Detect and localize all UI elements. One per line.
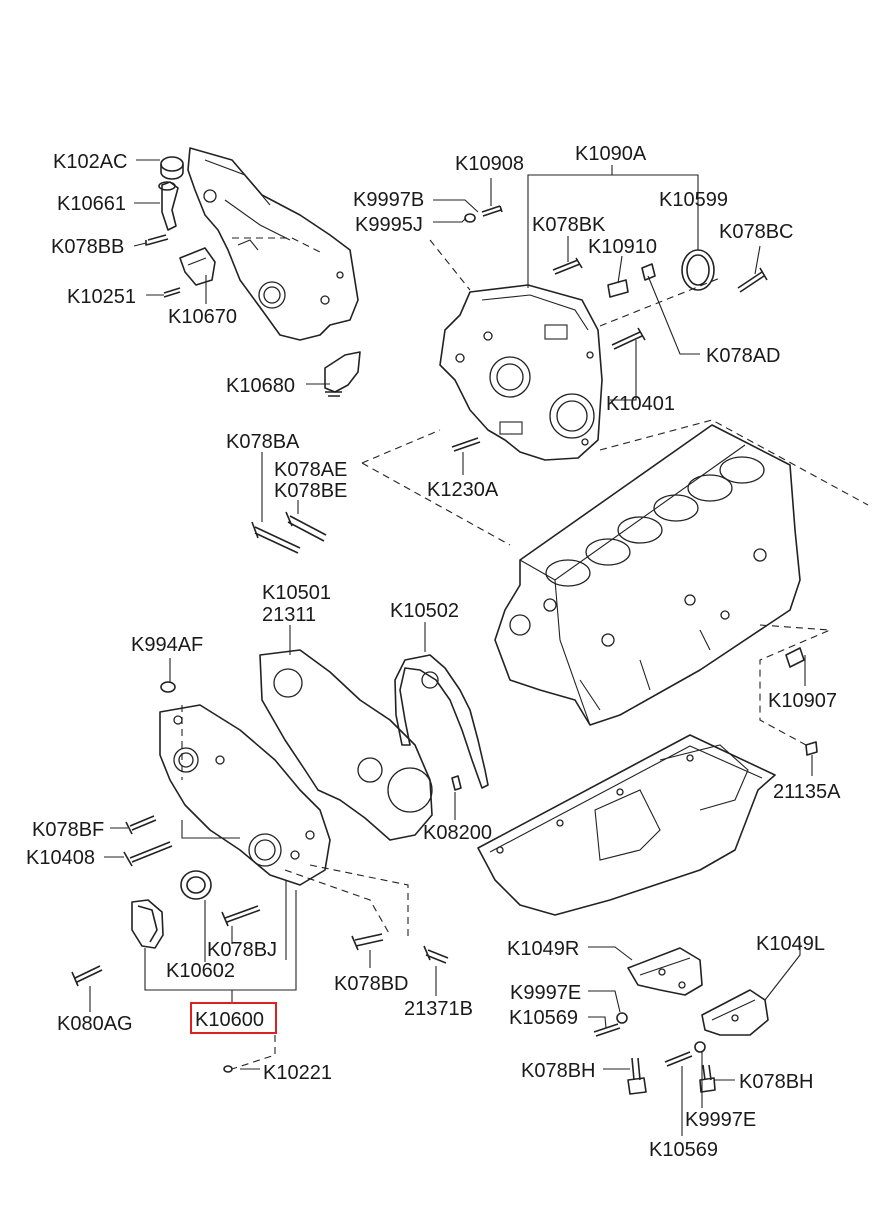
label-k078bh[interactable]: K078BH <box>521 1060 596 1082</box>
oil-filler-cap <box>160 156 184 180</box>
label-k078ba[interactable]: K078BA <box>226 431 300 453</box>
front-oil-seal <box>180 870 212 900</box>
gasket <box>259 649 433 841</box>
label-k10680[interactable]: K10680 <box>226 375 295 397</box>
label-k10661[interactable]: K10661 <box>57 193 126 215</box>
label-k10501[interactable]: K10501 <box>262 582 331 604</box>
label-k078bf[interactable]: K078BF <box>32 819 104 841</box>
label-k10908[interactable]: K10908 <box>455 153 524 175</box>
washer <box>223 1065 233 1073</box>
bolt <box>451 437 481 452</box>
leader-lines-lower-left <box>89 622 456 1070</box>
dowel-pin <box>607 279 629 298</box>
washer <box>160 681 176 693</box>
label-k078bh[interactable]: K078BH <box>739 1071 814 1093</box>
label-k078ae[interactable]: K078AE <box>274 459 347 481</box>
label-k10670[interactable]: K10670 <box>168 306 237 328</box>
label-k10569[interactable]: K10569 <box>509 1007 578 1029</box>
label-k10602[interactable]: K10602 <box>166 960 235 982</box>
label-k10502[interactable]: K10502 <box>390 600 459 622</box>
engine-mount-bracket-right <box>627 947 703 996</box>
bracket <box>179 247 216 286</box>
label-k994af[interactable]: K994AF <box>131 634 203 656</box>
bolt <box>664 1051 693 1067</box>
bolt <box>71 965 103 987</box>
label-k10910[interactable]: K10910 <box>588 236 657 258</box>
leader-lines-upper-left <box>133 159 330 385</box>
bolt <box>611 327 646 350</box>
label-k9995j[interactable]: K9995J <box>355 214 423 236</box>
label-k9997e[interactable]: K9997E <box>510 982 581 1004</box>
bolt <box>125 815 157 835</box>
label-k080ag[interactable]: K080AG <box>57 1013 133 1035</box>
highlight-box <box>190 1002 277 1034</box>
label-k10907[interactable]: K10907 <box>768 690 837 712</box>
bolt <box>221 905 261 927</box>
part-labels: K102AC K10661 K078BB K10251 K10670 K1068… <box>26 143 841 1161</box>
label-k9997b[interactable]: K9997B <box>353 189 424 211</box>
bolt <box>163 287 181 298</box>
label-21371b[interactable]: 21371B <box>404 998 473 1020</box>
oil-seal <box>681 249 715 291</box>
bolt <box>423 945 449 964</box>
alignment-line <box>361 462 511 546</box>
bolt <box>481 205 503 217</box>
alignment-line <box>759 624 831 746</box>
label-k078bd[interactable]: K078BD <box>334 973 409 995</box>
bolt <box>285 511 327 542</box>
engine-mount-bracket-left <box>701 989 769 1036</box>
label-k078bb[interactable]: K078BB <box>51 236 124 258</box>
plug <box>785 647 805 668</box>
seal-retainer <box>131 899 164 949</box>
bolt <box>552 257 583 275</box>
label-k078bj[interactable]: K078BJ <box>207 939 277 961</box>
bracket <box>324 351 361 397</box>
bolt <box>699 1064 716 1093</box>
bolt <box>593 1023 621 1037</box>
label-k10251[interactable]: K10251 <box>67 286 136 308</box>
label-k10408[interactable]: K10408 <box>26 847 95 869</box>
bolt <box>251 521 301 554</box>
label-k078ad[interactable]: K078AD <box>706 345 781 367</box>
label-21135a[interactable]: 21135A <box>773 781 841 803</box>
flywheel-housing <box>439 284 603 461</box>
label-k1230a[interactable]: K1230A <box>427 479 499 501</box>
label-k10221[interactable]: K10221 <box>263 1062 332 1084</box>
bolt <box>123 841 173 867</box>
label-21311[interactable]: 21311 <box>262 604 316 626</box>
alignment-line <box>599 419 869 506</box>
bolt <box>351 933 384 951</box>
washer <box>616 1012 628 1024</box>
label-k078be[interactable]: K078BE <box>274 480 347 502</box>
dowel-pin <box>451 775 462 791</box>
label-k1049r[interactable]: K1049R <box>507 938 579 960</box>
label-k078bk[interactable]: K078BK <box>532 214 606 236</box>
oil-pan <box>477 734 776 916</box>
label-k1090a[interactable]: K1090A <box>575 143 647 165</box>
leader-lines-upper-center <box>361 165 761 475</box>
label-k08200[interactable]: K08200 <box>423 822 492 844</box>
leader-lines-lower-right <box>588 942 801 1136</box>
cylinder-block <box>494 424 801 726</box>
timing-gear-case <box>159 704 331 886</box>
bolt <box>627 1057 647 1095</box>
label-k102ac[interactable]: K102AC <box>53 151 128 173</box>
label-k078bc[interactable]: K078BC <box>719 221 794 243</box>
oil-filler-tube <box>158 181 179 231</box>
oil-seal-gasket <box>394 654 489 789</box>
label-k1049l[interactable]: K1049L <box>756 933 825 955</box>
bolt <box>737 267 768 293</box>
washer <box>464 213 476 223</box>
washer <box>694 1041 706 1053</box>
label-k10401[interactable]: K10401 <box>606 393 675 415</box>
label-k10569[interactable]: K10569 <box>649 1139 718 1161</box>
plug <box>641 263 656 281</box>
label-k9997e[interactable]: K9997E <box>685 1109 756 1131</box>
dowel-pin <box>805 741 818 756</box>
label-k10599[interactable]: K10599 <box>659 189 728 211</box>
bolt <box>145 234 169 246</box>
gear-case-cover-assembly <box>187 147 359 341</box>
label-k10600[interactable]: K10600 <box>195 1009 264 1031</box>
